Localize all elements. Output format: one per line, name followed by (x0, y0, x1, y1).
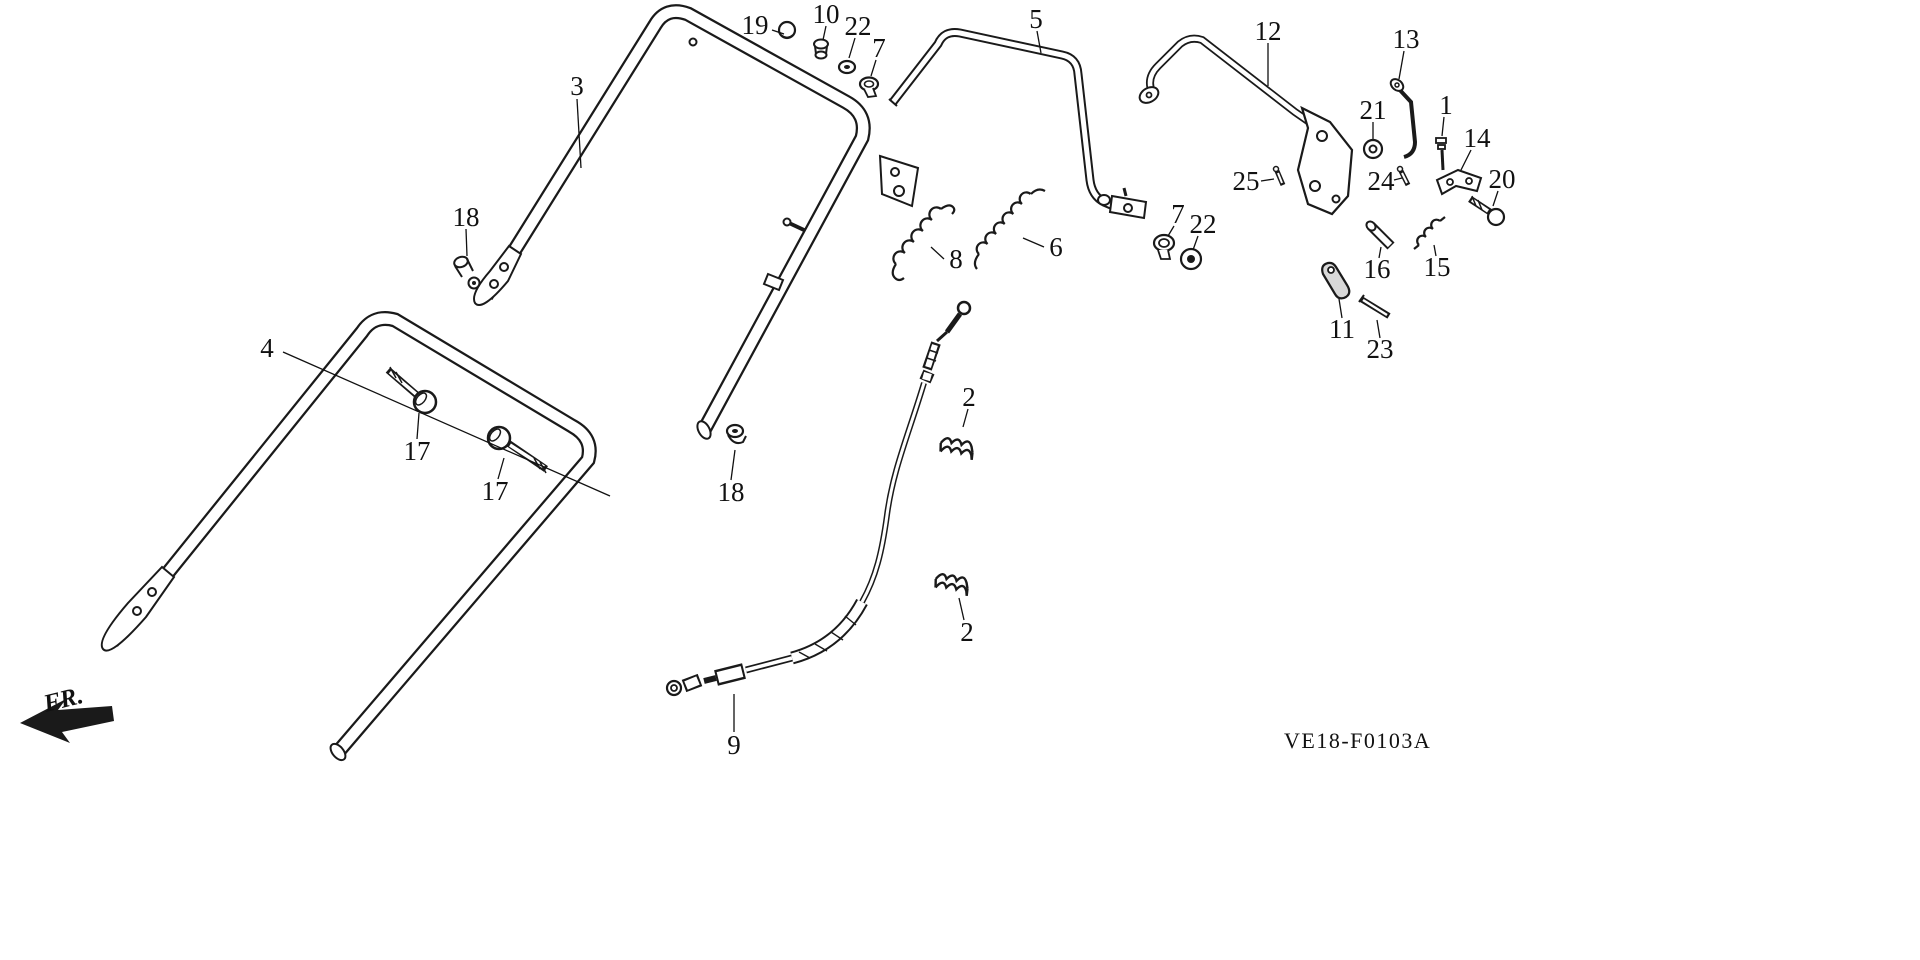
leader-line-3 (576, 98, 582, 169)
leader-line-25 (1260, 178, 1275, 182)
cable-clip-2a (939, 437, 974, 460)
return-spring-8 (891, 204, 956, 282)
part-callout-19: 19 (742, 10, 769, 40)
small-spring-15 (1413, 216, 1446, 250)
leader-line-22 (848, 37, 856, 59)
upper-handle-pipe (473, 4, 920, 440)
leader-line-14 (1460, 149, 1472, 171)
leader-line-15 (1433, 244, 1437, 257)
diagram-code: VE18-F0103A (1284, 728, 1431, 753)
part-callout-23: 23 (1367, 334, 1394, 364)
leader-line-16 (1378, 246, 1382, 259)
leader-line-17 (497, 457, 505, 480)
washer-22b (1179, 247, 1203, 271)
part-callout-12: 12 (1255, 16, 1282, 46)
leader-line-7 (1167, 225, 1175, 237)
throttle-rod (888, 28, 1148, 220)
part-callout-21: 21 (1360, 95, 1387, 125)
part-callout-4: 4 (260, 333, 274, 363)
lower-handle-pipe (100, 311, 597, 762)
part-callout-9: 9 (727, 730, 741, 760)
bracket-14 (1435, 168, 1483, 196)
grommet-18a (453, 255, 481, 290)
front-direction-arrow: FR. (20, 682, 114, 743)
part-callout-3: 3 (570, 71, 584, 101)
leader-line-22 (1192, 235, 1199, 251)
washer-22a (837, 59, 857, 75)
washer-21 (1362, 138, 1384, 160)
screw-1 (1435, 137, 1447, 171)
throttle-cable (665, 300, 972, 697)
leader-line-19 (771, 29, 785, 35)
part-callout-14: 14 (1464, 123, 1492, 153)
part-callout-16: 16 (1364, 254, 1391, 284)
leader-line-20 (1492, 190, 1499, 207)
leader-line-8 (930, 246, 945, 260)
leader-line-24 (1393, 177, 1403, 181)
part-callout-22: 22 (845, 11, 872, 41)
flange-bolt-7a (858, 76, 880, 98)
leader-line-11 (1338, 298, 1343, 319)
leader-line-23 (1376, 319, 1381, 339)
hook-rod (1389, 78, 1418, 159)
part-callout-24: 24 (1368, 166, 1396, 196)
leader-line-4 (282, 351, 611, 497)
brake-rod (1138, 34, 1354, 216)
leader-line-18 (465, 228, 468, 257)
part-callout-25: 25 (1233, 166, 1260, 196)
part-callout-20: 20 (1489, 164, 1516, 194)
part-callout-8: 8 (949, 244, 963, 274)
bolt-20 (1468, 195, 1506, 227)
part-callout-17: 17 (482, 476, 509, 506)
part-callout-11: 11 (1329, 314, 1355, 344)
bushing-10 (813, 38, 829, 60)
part-callout-18: 18 (453, 202, 480, 232)
part-callout-2: 2 (962, 382, 976, 412)
pin-25 (1272, 165, 1286, 186)
return-spring-6 (973, 188, 1046, 270)
leader-line-17 (416, 412, 420, 440)
leader-line-1 (1441, 116, 1445, 137)
part-callout-17: 17 (404, 436, 431, 466)
leader-line-2 (958, 597, 965, 621)
part-callout-5: 5 (1029, 4, 1043, 34)
lever-link-11 (1321, 261, 1351, 300)
part-callout-7: 7 (1171, 199, 1185, 229)
leader-line-18 (730, 449, 736, 481)
cap-19 (777, 20, 797, 40)
handle-bolt-17a (385, 366, 438, 415)
cable-clip-2b (934, 573, 969, 596)
part-callout-22: 22 (1190, 209, 1217, 239)
flange-bolt-7b (1152, 233, 1176, 260)
leader-line-6 (1022, 237, 1045, 248)
leader-line-2 (962, 408, 969, 428)
handle-bolt-17b (486, 425, 548, 474)
pin-24 (1396, 165, 1411, 187)
part-callout-13: 13 (1393, 24, 1420, 54)
part-callout-10: 10 (813, 0, 840, 29)
leader-line-10 (822, 25, 827, 41)
part-callout-6: 6 (1049, 232, 1063, 262)
part-callout-7: 7 (872, 33, 886, 63)
part-callout-1: 1 (1439, 90, 1453, 120)
grommet-18b (725, 423, 747, 445)
pin-23 (1358, 294, 1391, 319)
part-callout-15: 15 (1424, 252, 1451, 282)
leader-line-13 (1398, 50, 1405, 80)
part-callout-18: 18 (718, 477, 745, 507)
leader-line-5 (1036, 30, 1042, 54)
leader-line-7 (870, 59, 877, 77)
spacer-16 (1365, 220, 1395, 250)
part-callout-2: 2 (960, 617, 974, 647)
